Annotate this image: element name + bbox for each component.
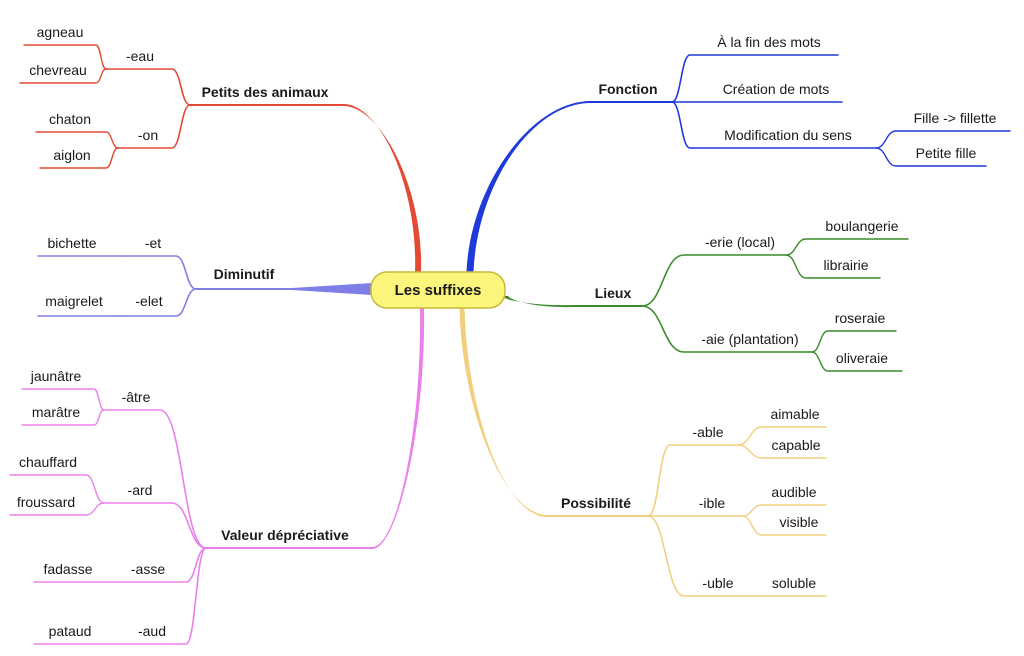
central-topic[interactable]: Les suffixes bbox=[370, 271, 506, 309]
central-topic-box bbox=[370, 271, 506, 309]
leaf-visible[interactable]: visible bbox=[780, 514, 819, 530]
leaf-chauffard-line bbox=[9, 474, 105, 504]
node-lieux-aie-plantation[interactable]: -aie (plantation) bbox=[701, 331, 798, 347]
leaf-roseraie[interactable]: roseraie bbox=[835, 310, 886, 326]
branch-fonction-trunk bbox=[466, 101, 590, 272]
node-valeur-atre[interactable]: -âtre bbox=[122, 389, 151, 405]
node-petits-eau-line bbox=[105, 68, 191, 106]
node-valeur-aud-line bbox=[119, 547, 207, 645]
leaf-aiglon-line bbox=[39, 147, 119, 169]
node-valeur-atre-line bbox=[103, 409, 207, 549]
node-fonction-a-la-fin-des-mots-line bbox=[671, 54, 839, 103]
node-possibilite-ible[interactable]: -ible bbox=[699, 495, 726, 511]
leaf-oliveraie-line bbox=[811, 351, 903, 372]
leaf-boulangerie-line bbox=[785, 238, 909, 256]
node-lieux-aie-plantation-line bbox=[641, 305, 813, 353]
node-possibilite-uble[interactable]: -uble bbox=[702, 575, 733, 591]
node-lieux-erie-local[interactable]: -erie (local) bbox=[705, 234, 775, 250]
leaf-aiglon[interactable]: aiglon bbox=[53, 147, 90, 163]
node-lieux-erie-local-line bbox=[641, 254, 787, 307]
leaf-agneau[interactable]: agneau bbox=[37, 24, 84, 40]
leaf-fille-fillette[interactable]: Fille -> fillette bbox=[914, 110, 997, 126]
leaf-chaton[interactable]: chaton bbox=[49, 111, 91, 127]
branch-possibilite-label[interactable]: Possibilité bbox=[561, 495, 631, 511]
branch-petits-label[interactable]: Petits des animaux bbox=[202, 84, 329, 100]
branch-diminutif-trunk bbox=[292, 283, 372, 295]
node-diminutif-et-line bbox=[119, 255, 197, 290]
branch-possibilite-trunk bbox=[459, 308, 548, 518]
leaf-fille-fillette-line bbox=[875, 130, 1011, 149]
central-topic-label: Les suffixes bbox=[395, 282, 482, 299]
leaf-chauffard[interactable]: chauffard bbox=[19, 454, 77, 470]
branch-diminutif-label[interactable]: Diminutif bbox=[214, 266, 275, 282]
node-possibilite-able-line bbox=[647, 444, 739, 517]
branch-valeur-label[interactable]: Valeur dépréciative bbox=[221, 527, 349, 543]
leaf-maratre[interactable]: marâtre bbox=[32, 404, 80, 420]
node-petits-on-line bbox=[117, 104, 191, 149]
node-petits-eau[interactable]: -eau bbox=[126, 48, 154, 64]
leaf-maratre-line bbox=[21, 409, 105, 426]
connector-lines bbox=[9, 44, 1011, 645]
leaf-petite-fille-line bbox=[875, 147, 987, 167]
branch-valeur-trunk bbox=[372, 308, 425, 550]
leaf-pataud[interactable]: pataud bbox=[49, 623, 92, 639]
node-fonction-modification-du-sens-line bbox=[671, 101, 877, 149]
leaf-fadasse[interactable]: fadasse bbox=[43, 561, 92, 577]
node-fonction-modification-du-sens[interactable]: Modification du sens bbox=[724, 127, 852, 143]
branch-petits-trunk bbox=[344, 104, 422, 272]
leaf-oliveraie[interactable]: oliveraie bbox=[836, 350, 888, 366]
leaf-jaunatre[interactable]: jaunâtre bbox=[30, 368, 82, 384]
leaf-maigrelet[interactable]: maigrelet bbox=[45, 293, 103, 309]
node-diminutif-et[interactable]: -et bbox=[145, 235, 161, 251]
leaf-petite-fille[interactable]: Petite fille bbox=[916, 145, 977, 161]
leaf-soluble[interactable]: soluble bbox=[772, 575, 817, 591]
leaf-audible-line bbox=[741, 504, 827, 517]
leaf-froussard-line bbox=[9, 502, 105, 516]
branch-fonction-label[interactable]: Fonction bbox=[598, 81, 657, 97]
leaf-chaton-line bbox=[35, 131, 119, 149]
leaf-agneau-line bbox=[23, 44, 107, 70]
leaf-capable[interactable]: capable bbox=[771, 437, 820, 453]
node-valeur-asse[interactable]: -asse bbox=[131, 561, 165, 577]
leaf-roseraie-line bbox=[811, 330, 897, 353]
node-valeur-asse-line bbox=[119, 547, 207, 583]
leaf-aimable-line bbox=[737, 426, 827, 446]
leaf-librairie-line bbox=[785, 254, 881, 279]
leaf-chevreau[interactable]: chevreau bbox=[29, 62, 87, 78]
node-valeur-aud[interactable]: -aud bbox=[138, 623, 166, 639]
node-fonction-creation-de-mots[interactable]: Création de mots bbox=[723, 81, 830, 97]
node-petits-on[interactable]: -on bbox=[138, 127, 158, 143]
node-possibilite-uble-line bbox=[647, 515, 753, 597]
node-diminutif-elet[interactable]: -elet bbox=[135, 293, 162, 309]
node-valeur-ard[interactable]: -ard bbox=[128, 482, 153, 498]
branch-lieux-label[interactable]: Lieux bbox=[595, 285, 632, 301]
leaf-librairie[interactable]: librairie bbox=[823, 257, 868, 273]
leaf-capable-line bbox=[737, 444, 827, 459]
leaf-aimable[interactable]: aimable bbox=[770, 406, 819, 422]
node-valeur-ard-line bbox=[103, 502, 207, 549]
leaf-audible[interactable]: audible bbox=[771, 484, 816, 500]
node-fonction-a-la-fin-des-mots[interactable]: À la fin des mots bbox=[717, 34, 821, 50]
node-diminutif-elet-line bbox=[119, 288, 197, 317]
node-possibilite-able[interactable]: -able bbox=[692, 424, 723, 440]
branch-lieux-trunk bbox=[502, 296, 572, 308]
leaf-froussard[interactable]: froussard bbox=[17, 494, 75, 510]
leaf-chevreau-line bbox=[19, 68, 107, 84]
leaf-visible-line bbox=[741, 515, 827, 536]
leaf-bichette[interactable]: bichette bbox=[47, 235, 96, 251]
leaf-boulangerie[interactable]: boulangerie bbox=[825, 218, 898, 234]
leaf-jaunatre-line bbox=[21, 388, 105, 411]
